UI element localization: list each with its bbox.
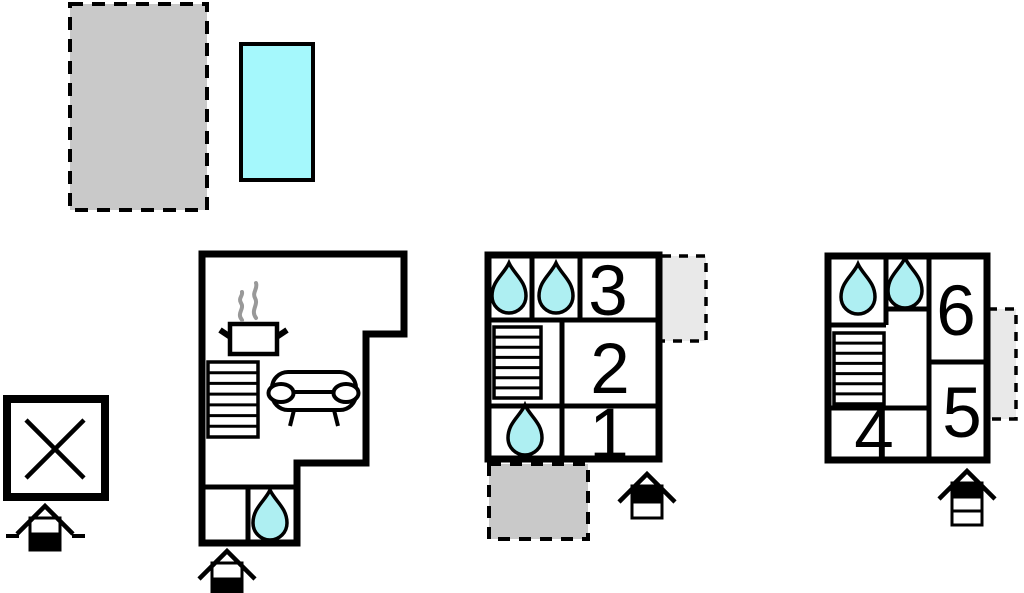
floorplan-ground: [198, 250, 408, 547]
outbuilding-crossed-square: [3, 395, 109, 501]
room-label-3: 3: [588, 252, 628, 331]
cross-icon: [24, 418, 86, 480]
terrace-bottom-first: [487, 462, 590, 541]
floorplan-first: 3 2 1: [484, 251, 708, 541]
pool: [239, 42, 315, 182]
outbuilding-outline: [3, 395, 109, 501]
room-label-5: 5: [942, 374, 982, 453]
first-inner-walls: [488, 255, 659, 459]
steam-icon: [237, 281, 259, 322]
room-label-6: 6: [936, 272, 976, 351]
cooking-pot-icon: [218, 321, 289, 357]
entrance-icon-outbuilding: [6, 502, 85, 552]
terrace-top: [68, 2, 209, 212]
entrance-icon-first-floor: [617, 470, 677, 520]
second-inner-walls: [828, 256, 987, 460]
stairs-icon: [832, 331, 886, 406]
stairs-icon: [492, 325, 543, 400]
patch-right-second: [988, 307, 1018, 421]
ground-inner-walls: [202, 484, 297, 543]
patch-right-first: [662, 254, 708, 343]
room-label-4: 4: [854, 395, 894, 474]
entrance-icon-second-floor: [937, 467, 997, 527]
floorplan-second: 6 5 4: [824, 252, 1018, 474]
entrance-icon-ground-floor: [197, 547, 257, 593]
stairs-icon: [206, 360, 260, 439]
sofa-icon: [266, 370, 361, 427]
room-label-1: 1: [589, 395, 629, 474]
room-label-2: 2: [590, 330, 630, 409]
